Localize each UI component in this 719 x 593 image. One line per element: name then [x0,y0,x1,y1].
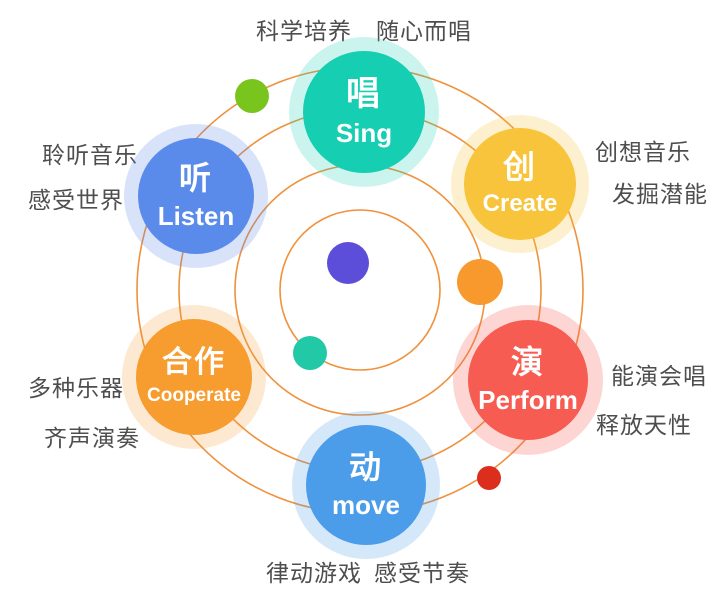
side-label-sing-right: 随心而唱 [376,18,472,44]
node-en-label-create: Create [482,190,558,217]
node-zh-label-perform: 演 [510,344,545,380]
node-bubble-sing: 唱 Sing [303,51,425,173]
node-zh-label-sing: 唱 [346,74,382,113]
side-label-move-right: 感受节奏 [374,560,470,586]
node-en-label-cooperate: Cooperate [147,384,241,406]
node-zh-label-move: 动 [348,449,383,485]
side-label-sing-left: 科学培养 [256,18,352,44]
node-bubble-cooperate: 合作 Cooperate [136,319,252,435]
accent-dot-purple [327,242,369,284]
side-label-listen-top: 聆听音乐 [42,142,138,168]
node-zh-label-cooperate: 合作 [162,346,226,380]
orbit-ring-1 [279,209,441,371]
node-zh-label-create: 创 [502,149,537,186]
orbit-ring-2 [234,164,486,416]
node-en-label-listen: Listen [157,200,235,231]
side-label-cooperate-top: 多种乐器 [28,375,124,401]
side-label-listen-bottom: 感受世界 [28,187,124,213]
accent-dot-teal [293,336,327,370]
side-label-create-bottom: 发掘潜能 [612,181,708,207]
accent-dot-red [477,466,501,490]
side-label-create-top: 创想音乐 [595,139,691,165]
accent-dot-orange [457,259,503,305]
node-zh-label-listen: 听 [178,160,213,196]
accent-dot-green [235,79,269,113]
node-bubble-listen: 听 Listen [138,138,254,254]
side-label-move-left: 律动游戏 [266,560,362,586]
side-label-perform-bottom: 释放天性 [596,412,692,438]
side-label-cooperate-bottom: 齐声演奏 [44,425,140,451]
node-bubble-perform: 演 Perform [468,320,588,440]
node-en-label-move: move [332,489,400,520]
node-en-label-perform: Perform [478,384,578,415]
node-bubble-create: 创 Create [464,128,576,240]
side-label-perform-top: 能演会唱 [611,363,707,389]
node-bubble-move: 动 move [306,425,426,545]
node-en-label-sing: Sing [335,117,393,148]
